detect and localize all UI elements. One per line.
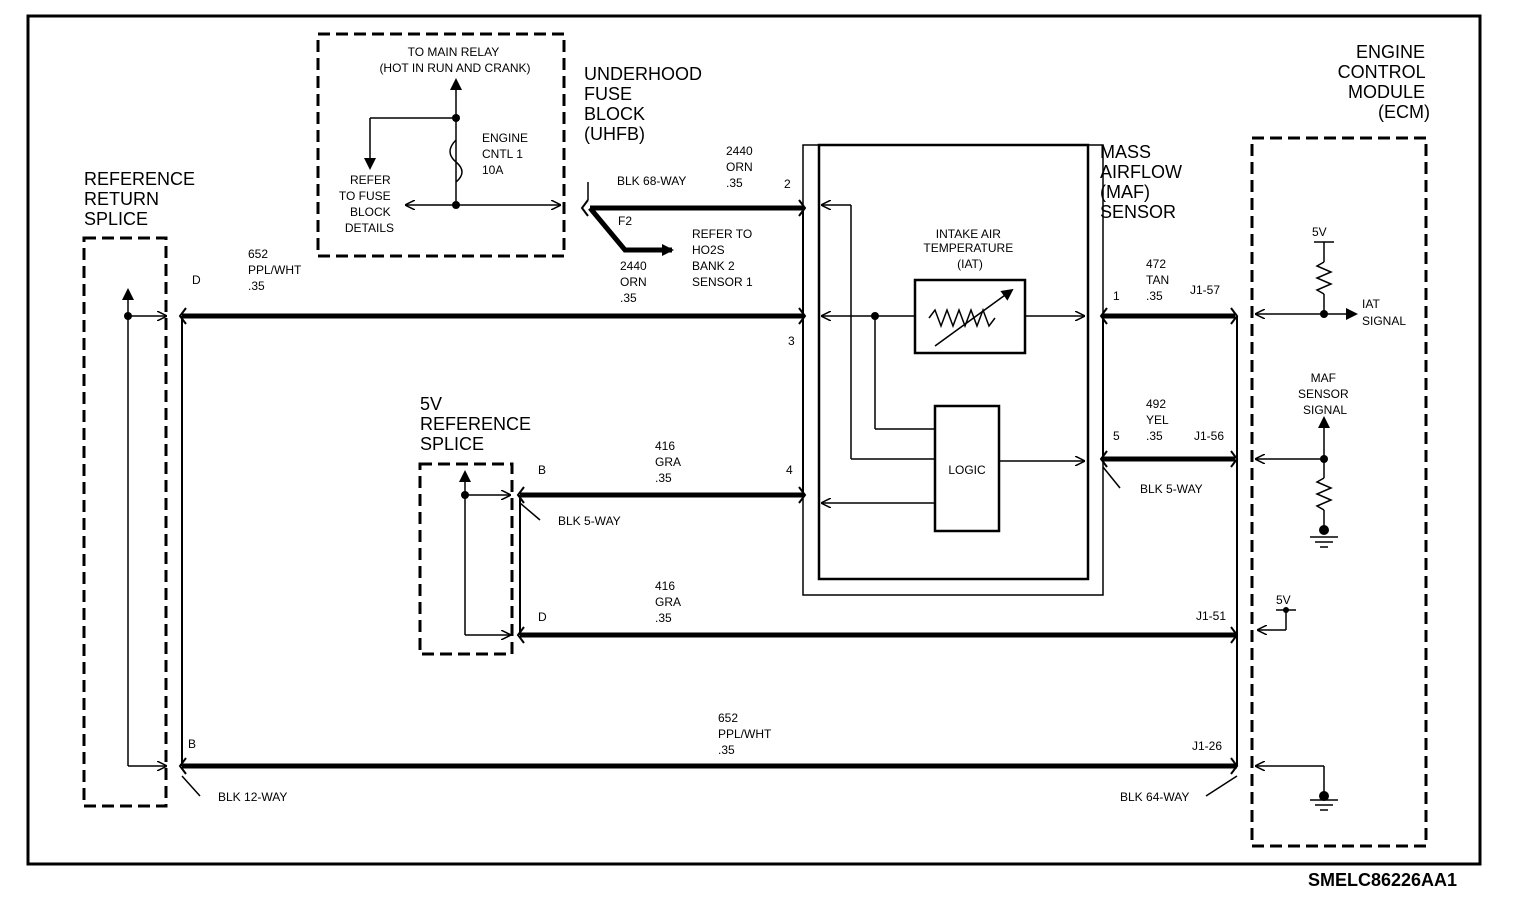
ecm-5v-bottom-label: 5V xyxy=(1276,593,1291,607)
fuse-name-label: ENGINE CNTL 1 10A xyxy=(482,131,531,177)
ecm-internal xyxy=(1256,241,1358,811)
blk64-label: BLK 64-WAY xyxy=(1120,790,1189,804)
wire-652-bottom-label: 652 PPL/WHT .35 xyxy=(718,711,774,757)
maf-sensor-outer xyxy=(802,144,1104,596)
blk5-left-label: BLK 5-WAY xyxy=(558,514,621,528)
maf-sensor-inner xyxy=(817,143,1090,581)
leader-lines xyxy=(181,182,1238,797)
maf-sensor-signal-label: MAF SENSOR SIGNAL xyxy=(1298,371,1352,417)
ecm-ground-node-top xyxy=(1319,525,1329,535)
ref-return-splice-internal xyxy=(122,288,166,766)
pin-b-5v: B xyxy=(538,463,546,477)
ho2s-reference-label: REFER TO HO2S BANK 2 SENSOR 1 xyxy=(692,227,756,289)
ecm-box xyxy=(1250,136,1428,848)
wire-472-label: 472 TAN .35 xyxy=(1146,257,1172,303)
pin-d-top: D xyxy=(192,273,201,287)
fuse-node-top xyxy=(452,114,460,122)
blk12-label: BLK 12-WAY xyxy=(218,790,287,804)
blk5-right-label: BLK 5-WAY xyxy=(1140,482,1203,496)
maf-node xyxy=(871,312,879,320)
fuse-node-bottom xyxy=(452,201,460,209)
ref5v-splice-label: 5V REFERENCE SPLICE xyxy=(420,394,536,454)
ref-return-splice-box xyxy=(82,236,168,808)
wire-2440-branch xyxy=(588,206,674,256)
logic-box xyxy=(933,404,1001,533)
pin-j1-57: J1-57 xyxy=(1190,283,1220,297)
wire-652-top-label: 652 PPL/WHT .35 xyxy=(248,247,304,293)
pin-2: 2 xyxy=(784,177,791,191)
diagram-border xyxy=(26,14,1482,866)
iat-thermistor-box xyxy=(913,278,1027,355)
iat-label: INTAKE AIR TEMPERATURE (IAT) xyxy=(923,227,1016,271)
pin-j1-56: J1-56 xyxy=(1194,429,1224,443)
fuse-internal xyxy=(364,78,560,205)
wire-492-label: 492 YEL .35 xyxy=(1146,397,1172,443)
pin-5: 5 xyxy=(1113,429,1120,443)
ecm-ground-node-bottom xyxy=(1319,791,1329,801)
iat-signal-label: IAT SIGNAL xyxy=(1362,297,1406,328)
f2-label: F2 xyxy=(618,214,632,228)
blk68-label: BLK 68-WAY xyxy=(617,174,686,188)
ref-return-splice-node xyxy=(124,312,132,320)
ref5v-splice-node xyxy=(461,491,469,499)
ref5v-splice-box xyxy=(418,462,514,656)
ecm-label: ENGINE CONTROL MODULE (ECM) xyxy=(1338,42,1430,122)
pin-1: 1 xyxy=(1113,289,1120,303)
ecm-5v-node xyxy=(1283,607,1289,613)
figure-id: SMELC86226AA1 xyxy=(1308,870,1457,890)
uhfb-label: UNDERHOOD FUSE BLOCK (UHFB) xyxy=(584,64,707,144)
ecm-node-maf xyxy=(1320,455,1328,463)
pin-3: 3 xyxy=(788,334,795,348)
to-main-relay-label: TO MAIN RELAY (HOT IN RUN AND CRANK) xyxy=(379,45,530,75)
ref5v-splice-internal xyxy=(459,470,510,635)
wire-416-a-label: 416 GRA .35 xyxy=(655,439,684,485)
wire-416-b-label: 416 GRA .35 xyxy=(655,579,684,625)
pin-j1-26: J1-26 xyxy=(1192,739,1222,753)
wire-2440-branch-label: 2440 ORN .35 xyxy=(620,259,650,305)
pin-j1-51: J1-51 xyxy=(1196,609,1226,623)
maf-sensor-label: MASS AIRFLOW (MAF) SENSOR xyxy=(1100,142,1187,222)
maf-internal-wiring xyxy=(822,205,1084,503)
ref-return-splice-label: REFERENCE RETURN SPLICE xyxy=(84,169,200,229)
wire-2440-label: 2440 ORN .35 xyxy=(726,144,756,190)
pin-d-5v: D xyxy=(538,610,547,624)
pin-4: 4 xyxy=(786,463,793,477)
logic-label: LOGIC xyxy=(948,463,986,477)
ecm-5v-top-label: 5V xyxy=(1312,225,1327,239)
pin-b-bottom: B xyxy=(188,737,196,751)
ecm-node-iat xyxy=(1320,310,1328,318)
refer-fuse-block-label: REFER TO FUSE BLOCK DETAILS xyxy=(339,173,394,235)
